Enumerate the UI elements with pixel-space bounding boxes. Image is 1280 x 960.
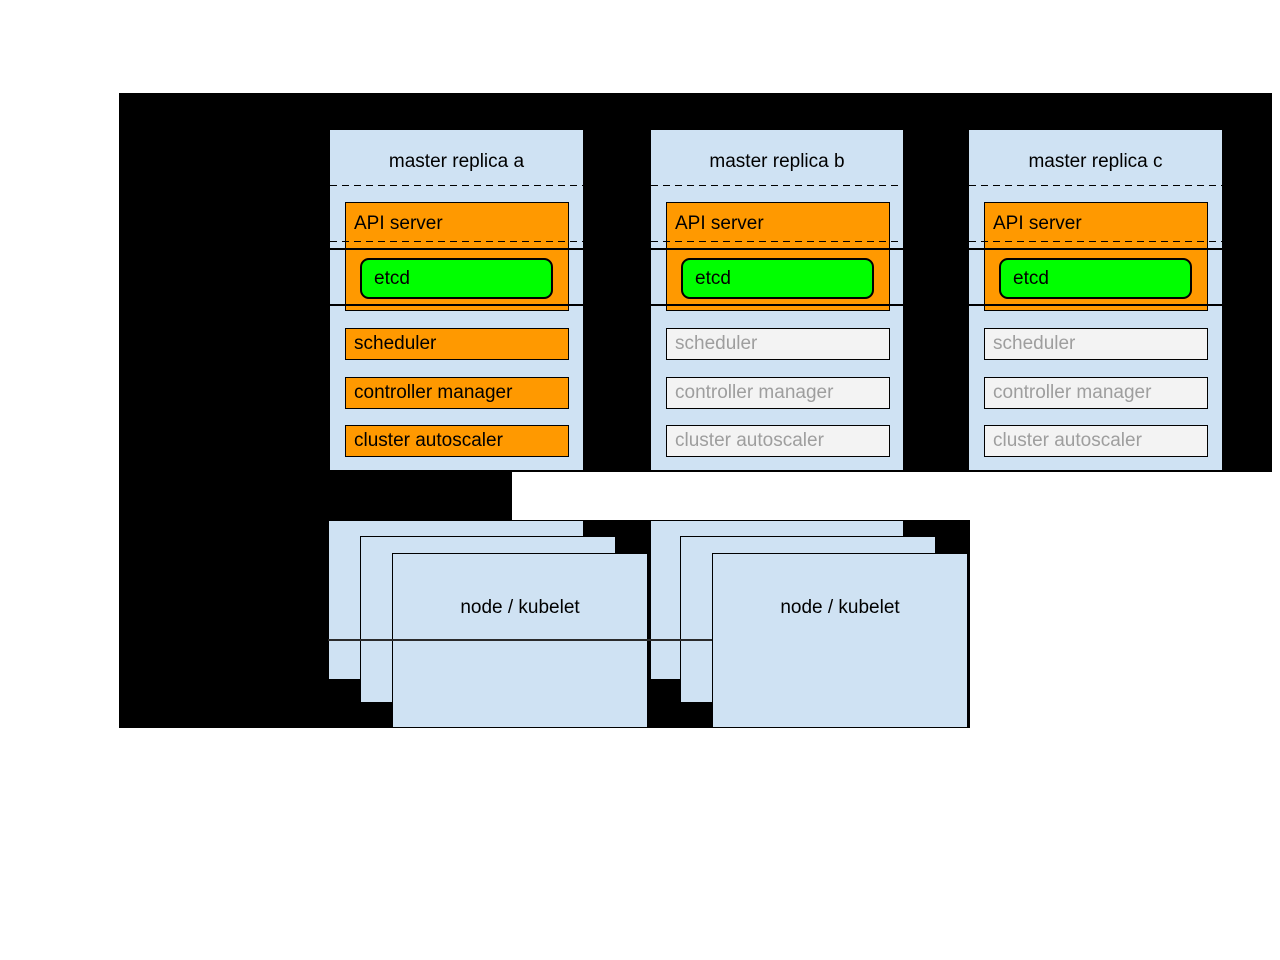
load-balancer-dashed-line [330,184,583,186]
etcd-box: etcd [681,258,874,299]
etcd-box: etcd [999,258,1192,299]
load-balancer-dashed-line [969,240,1222,242]
master-replica-a-title: master replica a [388,151,525,172]
api-server-label: API server [675,213,764,234]
master-replica-c-title: master replica c [1028,151,1163,172]
master-replica-b-panel: master replica b API server etcd schedul… [650,129,904,471]
master-replica-b-title: master replica b [709,151,845,172]
controller-manager-box: controller manager [666,377,890,409]
master-replica-a-panel: master replica a API server etcd schedul… [329,129,584,471]
cluster-autoscaler-box: cluster autoscaler [984,425,1208,457]
load-balancer-dashed-line [651,184,903,186]
etcd-band-bottom-line [330,304,583,306]
api-server-label: API server [354,213,443,234]
etcd-label: etcd [695,267,731,289]
api-server-label: API server [993,213,1082,234]
node-box-front: node / kubelet [712,553,968,728]
load-balancer-dashed-line [651,240,903,242]
etcd-box: etcd [360,258,553,299]
cluster-autoscaler-box: cluster autoscaler [345,425,569,457]
scheduler-box: scheduler [345,328,569,360]
etcd-band-bottom-line [651,304,903,306]
node-kubelet-label: node / kubelet [780,597,900,618]
scheduler-box: scheduler [666,328,890,360]
node-kubelet-label: node / kubelet [460,597,580,618]
controller-manager-box: controller manager [984,377,1208,409]
master-replica-c-panel: master replica c API server etcd schedul… [968,129,1223,471]
node-title-divider-line [328,639,712,641]
cluster-autoscaler-box: cluster autoscaler [666,425,890,457]
etcd-band-top-line [969,248,1222,250]
diagram-background-middle [119,472,512,520]
load-balancer-dashed-line [330,240,583,242]
etcd-label: etcd [374,267,410,289]
etcd-label: etcd [1013,267,1049,289]
controller-manager-box: controller manager [345,377,569,409]
load-balancer-dashed-line [969,184,1222,186]
etcd-band-top-line [330,248,583,250]
scheduler-box: scheduler [984,328,1208,360]
etcd-band-bottom-line [969,304,1222,306]
etcd-band-top-line [651,248,903,250]
